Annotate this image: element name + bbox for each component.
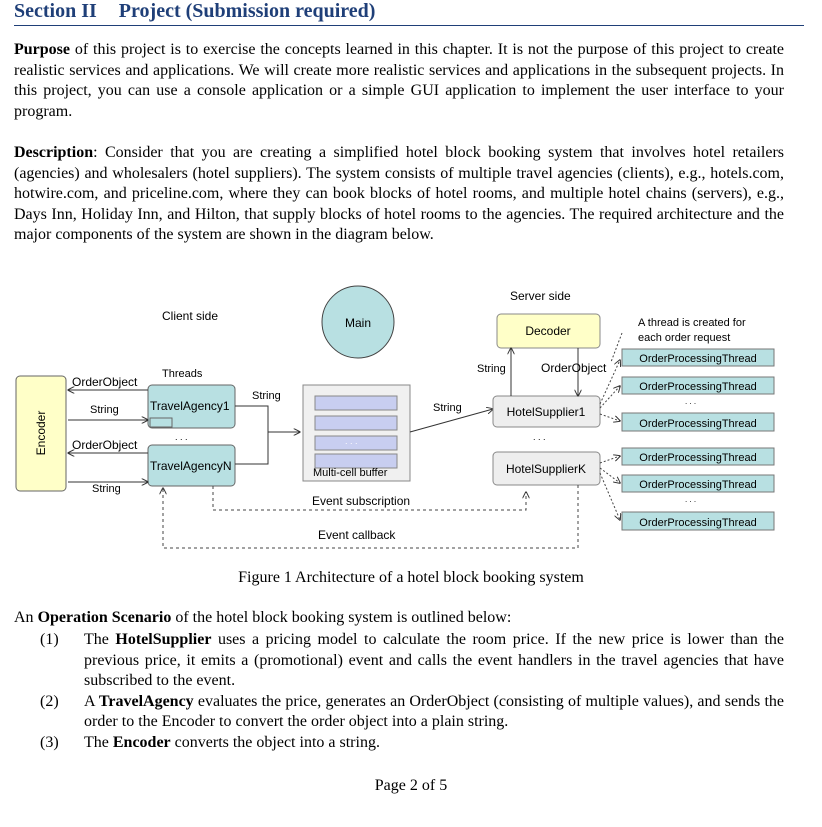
order-object-decoder-label: OrderObject — [541, 361, 607, 375]
item-number: (1) — [40, 631, 59, 648]
item-text-post: uses a pricing model to calculate the ro… — [84, 631, 784, 690]
agency-ellipsis: . . . — [175, 432, 188, 442]
scenario-intro: An Operation Scenario of the hotel block… — [14, 609, 511, 627]
section-number: Section II — [14, 0, 97, 22]
order-thread-label: OrderProcessingThread — [639, 353, 756, 365]
buffer-ellipsis: . . . — [345, 436, 358, 446]
client-side-label: Client side — [162, 309, 218, 323]
thread-note-line2: each order request — [638, 332, 730, 344]
order-threads-group: OrderProcessingThread OrderProcessingThr… — [621, 348, 775, 531]
decoder-box — [496, 313, 601, 349]
item-number: (2) — [40, 692, 59, 710]
order-thread-label: OrderProcessingThread — [639, 479, 756, 491]
travel-agency-1-label: TravelAgency1 — [150, 399, 230, 413]
thread-tab — [149, 417, 173, 428]
decoder-label: Decoder — [525, 324, 570, 338]
scenario-item: (1) The HotelSupplier uses a pricing mode… — [14, 630, 784, 692]
hotel-supplier-1-label: HotelSupplier1 — [507, 405, 586, 419]
event-callback-label: Event callback — [318, 528, 396, 542]
buffer-cell — [314, 453, 398, 469]
item-text-pre: The — [84, 733, 113, 751]
thread-note-line1: A thread is created for — [638, 317, 746, 329]
order-thread-box — [621, 474, 775, 493]
scenario-list: (1) The HotelSupplier uses a pricing mode… — [14, 630, 784, 754]
order-thread-label: OrderProcessingThread — [639, 452, 756, 464]
string-mid-label: String — [433, 402, 462, 414]
architecture-diagram: Client side Server side Main Decoder A t… — [15, 285, 775, 549]
string-1-label: String — [90, 404, 119, 416]
item-text-bold: HotelSupplier — [115, 631, 212, 648]
order-thread-box — [621, 412, 775, 432]
item-text-post: evaluates the price, generates an OrderO… — [84, 692, 785, 731]
scenario-item: (3) The Encoder converts the object into … — [14, 733, 784, 754]
order-object-1-label: OrderObject — [72, 375, 138, 389]
server-side-label: Server side — [510, 289, 571, 303]
thread-ellipsis: . . . — [685, 495, 696, 504]
description-label: Description — [14, 144, 94, 161]
string-top-label: String — [252, 390, 281, 402]
main-label: Main — [345, 316, 371, 330]
supplier-ellipsis: . . . — [533, 432, 546, 442]
main-node — [321, 285, 395, 359]
encoder-box — [15, 375, 67, 492]
scenario-item: (2) A TravelAgency evaluates the price, g… — [14, 692, 784, 733]
purpose-text: of this project is to exercise the conce… — [14, 41, 784, 120]
hotel-supplier-1-box — [492, 395, 601, 428]
order-thread-label: OrderProcessingThread — [639, 517, 756, 529]
page-number: Page 2 of 5 — [374, 777, 448, 794]
item-text-pre: The — [84, 631, 116, 648]
threads-label: Threads — [162, 368, 203, 380]
thread-ellipsis: . . . — [685, 397, 696, 406]
order-thread-box — [621, 348, 775, 367]
order-thread-label: OrderProcessingThread — [639, 381, 756, 393]
string-decoder-label: String — [477, 363, 506, 375]
hotel-supplier-k-label: HotelSupplierK — [506, 462, 586, 476]
order-object-2-label: OrderObject — [72, 438, 138, 452]
buffer-label: Multi-cell buffer — [313, 467, 388, 479]
travel-agency-n-label: TravelAgencyN — [150, 459, 232, 473]
description-text: : Consider that you are creating a simpl… — [14, 144, 784, 244]
buffer-cell — [314, 395, 398, 411]
order-thread-box — [621, 376, 775, 395]
purpose-paragraph: Purpose of this project is to exercise t… — [14, 40, 784, 122]
order-thread-box — [621, 447, 775, 466]
section-title: Project (Submission required) — [118, 0, 376, 22]
string-2-label: String — [92, 483, 121, 495]
order-thread-box — [621, 511, 775, 531]
encoder-label: Encoder — [34, 411, 48, 456]
scenario-intro-pre: An — [14, 609, 38, 626]
description-paragraph: Description: Consider that you are creat… — [14, 143, 784, 246]
item-text-bold: TravelAgency — [98, 692, 194, 710]
section-heading: Section II Project (Submission required) — [14, 0, 804, 26]
buffer-cell — [314, 415, 398, 431]
event-subscription-label: Event subscription — [312, 494, 410, 508]
travel-agency-n-box — [147, 444, 236, 487]
buffer-cell — [314, 435, 398, 451]
item-number: (3) — [40, 733, 59, 751]
item-text-pre: A — [84, 692, 99, 710]
order-thread-label: OrderProcessingThread — [639, 418, 756, 430]
figure-caption: Figure 1 Architecture of a hotel block b… — [238, 569, 584, 586]
purpose-label: Purpose — [14, 41, 70, 58]
item-text-bold: Encoder — [112, 733, 171, 751]
scenario-intro-post: of the hotel block booking system is out… — [171, 609, 512, 626]
item-text-post: converts the object into a string. — [170, 733, 380, 751]
scenario-intro-bold: Operation Scenario — [37, 609, 172, 626]
